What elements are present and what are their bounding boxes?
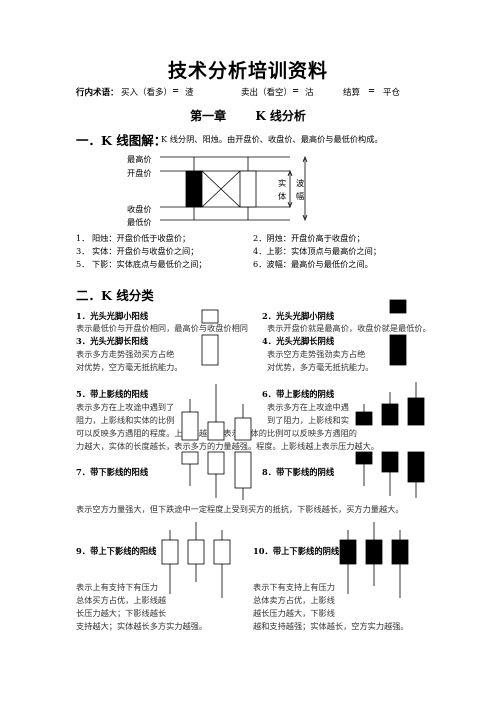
item10-desc-4: 越和支持越强；实体越长，空方实力越强。 bbox=[253, 621, 409, 631]
item5-desc-2: 阻力，上影线和实体的比例 bbox=[76, 415, 175, 425]
item3-candle bbox=[201, 334, 219, 366]
item6-desc-1: 表示多方在上攻途中遇 bbox=[267, 402, 349, 412]
item10-desc-1: 表示下有支持上有压力 bbox=[253, 582, 335, 592]
item9-desc-3: 长压力越大；下影线越长 bbox=[76, 608, 167, 618]
chapter-name: K 线分析 bbox=[255, 109, 306, 123]
jargon-buy-term: 渣 bbox=[185, 88, 194, 98]
jargon-sell-term: 沽 bbox=[305, 88, 314, 98]
item2-candle bbox=[389, 299, 407, 314]
chapter-number: 第一章 bbox=[190, 109, 227, 123]
label-range-1: 波 bbox=[296, 178, 305, 188]
section1-intro: K 线分阴、阳烛。由开盘价、收盘价、最高价与最低价构成。 bbox=[161, 134, 383, 144]
item9-desc-2: 总体买方占优，上影线越 bbox=[76, 595, 167, 605]
def-2: 2．阴烛：开盘价高于收盘价； bbox=[253, 233, 365, 243]
item5-candles bbox=[181, 384, 252, 441]
jargon-buy-eq: = bbox=[172, 86, 180, 96]
item4-desc-1: 表示空方走势强劲卖方占绝 bbox=[267, 349, 366, 359]
item8-title: 8．带下影线的阴线 bbox=[262, 467, 335, 477]
item6-desc-2: 到了阻力，上影线和实 bbox=[267, 415, 349, 425]
item1-desc: 表示最低价与开盘价相同，最高价与收盘价相同 bbox=[76, 323, 248, 333]
yin-body bbox=[239, 170, 257, 208]
item6-title: 6．带上影线的阴线 bbox=[262, 389, 335, 399]
cross-line-2 bbox=[201, 170, 241, 208]
item7-title: 7．带下影线的阳线 bbox=[76, 467, 149, 477]
item3-desc-2: 对优势，空方毫无抵抗能力。 bbox=[76, 362, 183, 372]
range-arrow-heads bbox=[302, 155, 308, 222]
item9-desc-1: 表示上有支持下有压力 bbox=[76, 582, 158, 592]
item7-candles bbox=[181, 451, 252, 500]
item2-title: 2．光头光脚小阴线 bbox=[262, 311, 335, 321]
def-3: 3． 实体：开盘价与收盘价之间； bbox=[76, 246, 199, 256]
label-close: 收盘价 bbox=[127, 204, 152, 214]
item9-candles bbox=[161, 522, 231, 598]
item4-title: 4．光头光脚长阴线 bbox=[262, 336, 335, 346]
label-body-1: 实 bbox=[278, 178, 287, 188]
body-arrow-heads bbox=[287, 169, 293, 209]
label-range-2: 幅 bbox=[296, 191, 305, 201]
item3-desc-1: 表示多方走势强劲买方占绝 bbox=[76, 349, 175, 359]
label-body-2: 体 bbox=[278, 191, 287, 201]
yang-body bbox=[185, 170, 203, 208]
item2-desc: 表示开盘价就是最高价，收盘价就是最低价。 bbox=[267, 323, 431, 333]
jargon-buy: 买入（看多） bbox=[121, 88, 173, 98]
item5-desc-1: 表示多方在上攻途中遇到了 bbox=[76, 402, 175, 412]
def-5: 5． 下影：实体底点与最低价之间； bbox=[76, 259, 207, 269]
item10-candles bbox=[339, 522, 409, 598]
kline-diagram bbox=[160, 155, 308, 222]
jargon-close-term: 平仓 bbox=[383, 88, 401, 98]
item1-title: 1．光头光脚小阳线 bbox=[76, 311, 149, 321]
item5-title: 5．带上影线的阳线 bbox=[76, 389, 149, 399]
item1-candle bbox=[201, 309, 219, 324]
chapter-heading: 第一章 K 线分析 bbox=[0, 107, 496, 124]
document-title: 技术分析培训资料 bbox=[167, 60, 328, 82]
item78-desc: 表示空方力量强大，但下跌途中一定程度上受到买方的抵抗，下影线越长，买方力量越大。 bbox=[76, 504, 404, 514]
item8-candles bbox=[355, 451, 425, 498]
jargon-sell-eq: = bbox=[292, 86, 300, 96]
item9-desc-4: 支持越大；实体越长多方实力越强。 bbox=[76, 621, 208, 631]
def-6: 6．波幅：最高价与最低价之间。 bbox=[253, 259, 373, 269]
jargon-close: 结算 bbox=[343, 88, 361, 98]
item9-title: 9．带上下影线的阳线 bbox=[76, 546, 157, 556]
label-open: 开盘价 bbox=[127, 168, 152, 178]
jargon-label: 行内术语： bbox=[76, 88, 119, 98]
jargon-sell: 卖出（看空） bbox=[241, 88, 293, 98]
item10-title: 10．带上下影线的阴线 bbox=[253, 546, 340, 556]
item3-title: 3．光头光脚长阳线 bbox=[76, 336, 149, 346]
section2-heading: 二．K 线分类 bbox=[76, 288, 154, 303]
item10-desc-2: 总体卖方占优，上影线 bbox=[253, 595, 335, 605]
item10-desc-3: 越长压力越大，下影线 bbox=[253, 608, 335, 618]
def-4: 4．上影：实体顶点与最高价之间； bbox=[253, 246, 382, 256]
label-high: 最高价 bbox=[127, 154, 152, 164]
jargon-close-eq: = bbox=[368, 86, 376, 96]
item56-desc-4: 力越大，实体的长度越长，表示多方的力量越强。程度。上影线越上表示压力越大。 bbox=[76, 441, 379, 451]
def-1: 1． 阳烛：开盘价低于收盘价； bbox=[76, 233, 191, 243]
item4-candle bbox=[389, 334, 407, 366]
item6-candles bbox=[355, 382, 425, 426]
section1-heading: 一．K 线图解： bbox=[76, 133, 167, 148]
item4-desc-2: 对优势，多方毫无抵抗能力。 bbox=[267, 362, 374, 372]
label-low: 最低价 bbox=[127, 217, 152, 227]
